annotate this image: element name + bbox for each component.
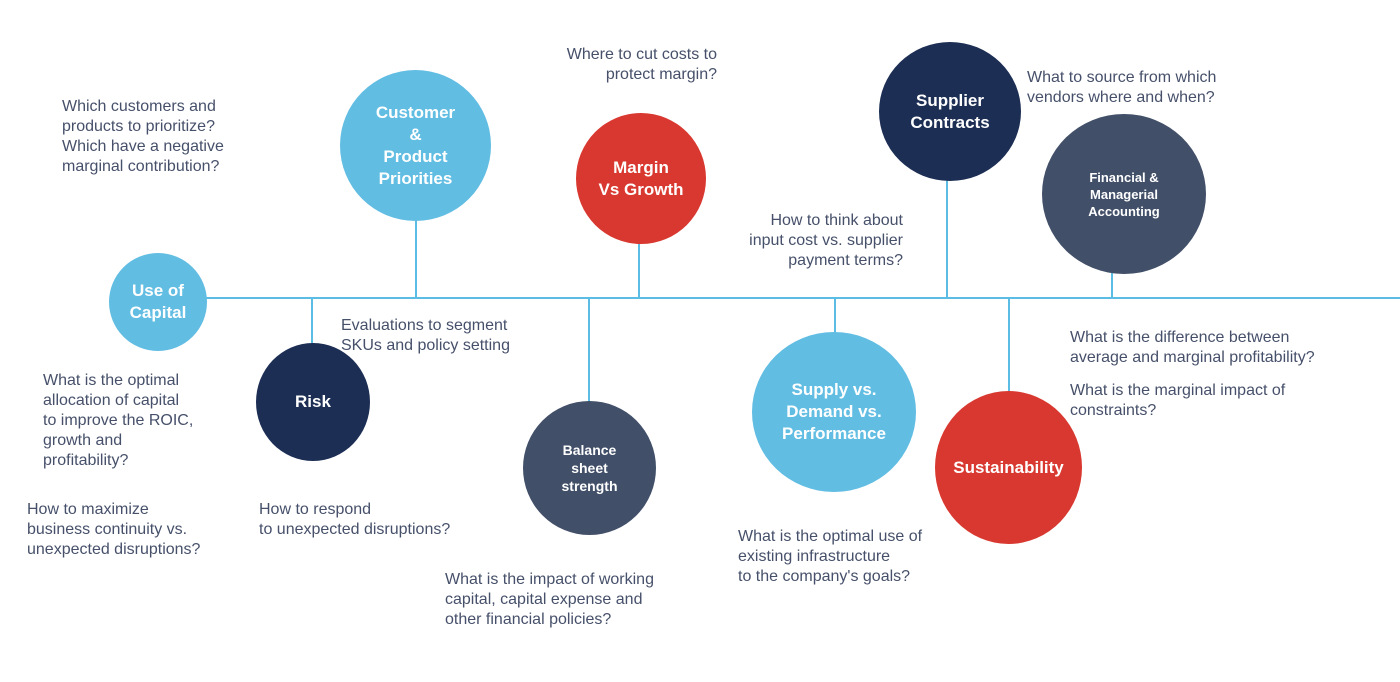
note-cut-costs: Where to cut costs to protect margin?	[566, 46, 717, 83]
note-average-marginal: What is the difference between average a…	[1070, 329, 1315, 366]
stem-sustainability	[1008, 298, 1010, 393]
note-customers-products: Which customers and products to prioriti…	[62, 98, 224, 175]
node-balance-sheet-strength: Balance sheet strength	[523, 401, 656, 535]
note-respond-disruptions: How to respond to unexpected disruptions…	[259, 501, 451, 538]
stem-financial-accounting	[1111, 272, 1113, 298]
note-business-continuity: How to maximize business continuity vs. …	[27, 501, 201, 558]
stem-risk	[311, 298, 313, 363]
node-risk: Risk	[256, 343, 370, 461]
node-financial-managerial-accounting: Financial & Managerial Accounting	[1042, 114, 1206, 274]
stem-supply-demand	[834, 298, 836, 334]
node-supply-demand-performance: Supply vs. Demand vs. Performance	[752, 332, 916, 492]
note-infrastructure: What is the optimal use of existing infr…	[738, 528, 923, 585]
note-source-vendors: What to source from which vendors where …	[1027, 69, 1217, 106]
stem-margin-growth	[638, 244, 640, 298]
note-constraints: What is the marginal impact of constrain…	[1070, 382, 1286, 419]
stem-balance-sheet	[588, 298, 590, 406]
timeline-axis	[150, 297, 1400, 299]
stem-customer-product	[415, 218, 417, 298]
note-input-cost: How to think about input cost vs. suppli…	[749, 212, 903, 269]
node-sustainability: Sustainability	[935, 391, 1082, 544]
node-customer-product-priorities: Customer & Product Priorities	[340, 70, 491, 221]
stem-supplier-contracts	[946, 178, 948, 298]
node-supplier-contracts: Supplier Contracts	[879, 42, 1021, 181]
node-margin-vs-growth: Margin Vs Growth	[576, 113, 706, 244]
note-optimal-capital: What is the optimal allocation of capita…	[43, 372, 194, 469]
note-working-capital: What is the impact of working capital, c…	[445, 571, 654, 628]
node-use-of-capital: Use of Capital	[109, 253, 207, 351]
note-segment-skus: Evaluations to segment SKUs and policy s…	[341, 317, 510, 354]
